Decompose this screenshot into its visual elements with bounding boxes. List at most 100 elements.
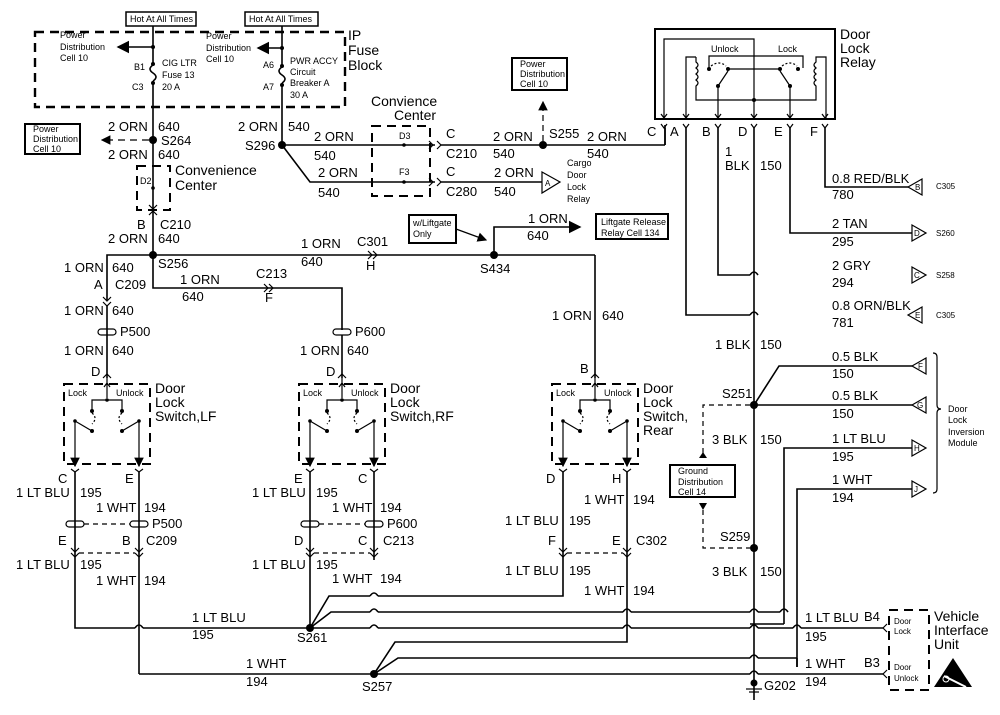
svg-text:Door: Door	[840, 26, 871, 42]
ground-distribution-box: Ground Distribution Cell 14	[669, 464, 736, 498]
svg-text:F3: F3	[399, 167, 410, 177]
svg-text:Center: Center	[175, 177, 217, 193]
fuse1-label: CIG LTR	[162, 58, 197, 68]
svg-text:Distribution: Distribution	[206, 43, 251, 53]
svg-text:S257: S257	[362, 679, 392, 694]
svg-text:1 LT BLU: 1 LT BLU	[505, 513, 559, 528]
svg-text:C280: C280	[446, 184, 477, 199]
svg-text:640: 640	[158, 119, 180, 134]
svg-text:Cell 10: Cell 10	[206, 54, 234, 64]
svg-text:C: C	[446, 126, 455, 141]
door-lock-switch-rear[interactable]: B Lock Unlock Door Lock Switch, Rear D H	[546, 361, 688, 486]
svg-text:Lock: Lock	[643, 394, 674, 410]
splice-s255	[539, 141, 547, 149]
connector-p500-bottom: P500	[65, 516, 182, 531]
fuse-block-name: IP	[348, 27, 361, 43]
svg-text:Lock: Lock	[778, 44, 798, 54]
svg-text:Inversion: Inversion	[948, 427, 985, 437]
door-lock-relay: Door Lock Relay Unlock Lock	[654, 26, 876, 120]
svg-text:C210: C210	[446, 146, 477, 161]
svg-text:1 LT BLU: 1 LT BLU	[805, 610, 859, 625]
svg-text:A: A	[545, 179, 551, 188]
relay-output-1: 2 TAN 295 D S260	[832, 216, 955, 249]
svg-text:Relay: Relay	[840, 54, 876, 70]
door-lock-switch-rf[interactable]: D Lock Unlock Door Lock Switch,RF E C	[294, 364, 454, 486]
svg-text:C: C	[647, 124, 656, 139]
svg-text:Cell 10: Cell 10	[60, 53, 88, 63]
connector-p500-top: P500	[97, 324, 150, 339]
svg-text:2 ORN: 2 ORN	[108, 231, 148, 246]
vehicle-interface-unit: Door Lock Door Unlock Vehicle Interface …	[888, 608, 989, 691]
svg-text:20 A: 20 A	[162, 82, 180, 92]
svg-text:E: E	[58, 533, 67, 548]
svg-text:Breaker A: Breaker A	[290, 78, 330, 88]
svg-text:Distribution: Distribution	[678, 477, 723, 487]
svg-text:Fuse: Fuse	[348, 42, 379, 58]
liftgate-release-relay-box: Liftgate Release Relay Cell 134	[595, 213, 669, 240]
svg-text:J: J	[914, 485, 918, 494]
svg-text:E: E	[915, 311, 920, 320]
svg-text:1 ORN: 1 ORN	[64, 303, 104, 318]
fuse1-pin-in: B1	[134, 62, 145, 72]
ground-g202: G202	[746, 678, 796, 693]
svg-text:F: F	[265, 290, 273, 305]
power-distribution-box-top: Power Distribution Cell 10	[511, 57, 568, 91]
svg-text:640: 640	[112, 303, 134, 318]
door-lock-switch-lf[interactable]: D Lock Unlock Door Lock Switch,LF C E	[58, 364, 216, 486]
svg-text:Convenience: Convenience	[175, 162, 257, 178]
svg-text:G202: G202	[764, 678, 796, 693]
svg-text:540: 540	[587, 146, 609, 161]
svg-text:D: D	[914, 229, 920, 238]
svg-text:1 ORN: 1 ORN	[64, 343, 104, 358]
svg-text:194: 194	[832, 490, 854, 505]
svg-text:Module: Module	[948, 438, 978, 448]
svg-text:Cell 10: Cell 10	[33, 144, 61, 154]
svg-text:1 LT BLU: 1 LT BLU	[505, 563, 559, 578]
svg-text:Lock: Lock	[840, 40, 871, 56]
svg-text:Hot At All Times: Hot At All Times	[130, 14, 194, 24]
svg-text:2 ORN: 2 ORN	[108, 119, 148, 134]
svg-text:1 LT BLU: 1 LT BLU	[192, 610, 246, 625]
svg-text:P600: P600	[355, 324, 385, 339]
svg-text:194: 194	[805, 674, 827, 689]
svg-text:D: D	[294, 533, 303, 548]
svg-text:D: D	[326, 364, 335, 379]
svg-text:S259: S259	[720, 529, 750, 544]
svg-text:150: 150	[760, 432, 782, 447]
svg-text:Unlock: Unlock	[894, 674, 919, 683]
svg-text:S255: S255	[549, 126, 579, 141]
svg-text:B3: B3	[864, 655, 880, 670]
svg-text:B: B	[580, 361, 589, 376]
svg-text:194: 194	[380, 571, 402, 586]
svg-text:S251: S251	[722, 386, 752, 401]
svg-text:1 WHT: 1 WHT	[332, 500, 373, 515]
svg-text:Interface: Interface	[934, 622, 989, 638]
door-lock-inversion-module: Door Lock Inversion Module	[948, 404, 985, 448]
svg-text:D3: D3	[399, 131, 411, 141]
svg-text:Switch,: Switch,	[643, 408, 688, 424]
liftgate-note: w/Liftgate Only	[408, 214, 457, 244]
svg-text:G: G	[917, 401, 923, 410]
svg-text:Distribution: Distribution	[520, 69, 565, 79]
svg-text:C301: C301	[357, 234, 388, 249]
svg-text:S261: S261	[297, 630, 327, 645]
svg-text:2 ORN: 2 ORN	[318, 165, 358, 180]
svg-text:D: D	[738, 124, 747, 139]
svg-text:2 ORN: 2 ORN	[314, 129, 354, 144]
svg-text:640: 640	[158, 231, 180, 246]
svg-text:Door: Door	[643, 380, 674, 396]
svg-text:Door: Door	[894, 663, 912, 672]
svg-text:1 LT BLU: 1 LT BLU	[16, 557, 70, 572]
svg-text:E: E	[774, 124, 783, 139]
svg-text:C: C	[58, 471, 67, 486]
svg-text:E: E	[125, 471, 134, 486]
svg-text:Door: Door	[948, 404, 968, 414]
svg-text:Door: Door	[390, 380, 421, 396]
svg-text:C302: C302	[636, 533, 667, 548]
svg-text:2 ORN: 2 ORN	[587, 129, 627, 144]
convience-center-mid	[371, 125, 431, 197]
svg-text:1 WHT: 1 WHT	[805, 656, 846, 671]
connector-c213-bottom: D C C213	[294, 533, 414, 558]
svg-text:Door: Door	[567, 170, 587, 180]
svg-text:Unlock: Unlock	[116, 388, 144, 398]
